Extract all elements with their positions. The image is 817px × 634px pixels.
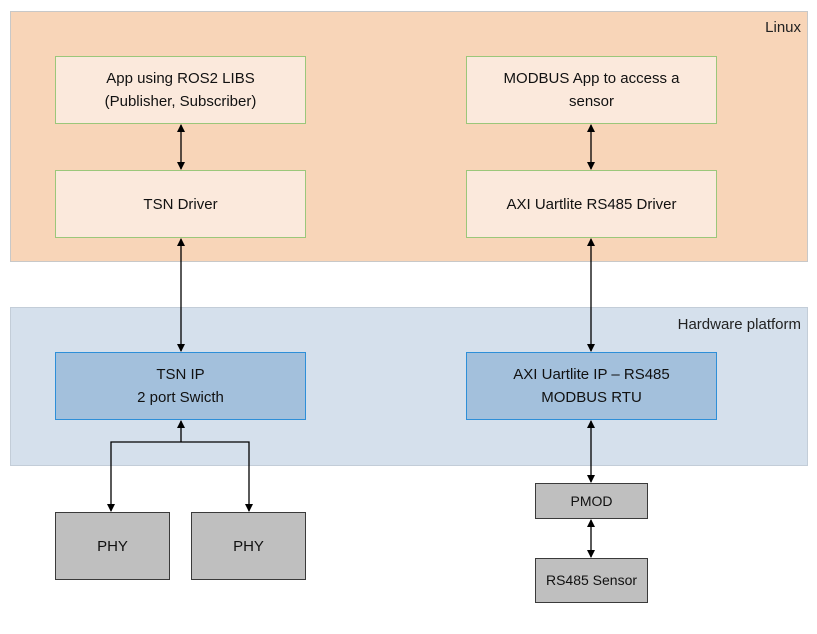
modbus-app-line2: sensor (568, 93, 615, 110)
ros2-app-box: App using ROS2 LIBS (Publisher, Subscrib… (55, 56, 306, 124)
tsn-ip-line2: 2 port Swicth (137, 389, 224, 406)
uartlite-driver-box: AXI Uartlite RS485 Driver (466, 170, 717, 238)
uartlite-ip-line2: MODBUS RTU (541, 389, 642, 406)
hardware-platform-label: Hardware platform (677, 316, 801, 333)
phy-left-label: PHY (97, 537, 128, 555)
uartlite-driver-label: AXI Uartlite RS485 Driver (506, 195, 677, 213)
tsn-ip-line1: TSN IP (156, 366, 205, 383)
rs485-sensor-label: RS485 Sensor (545, 572, 638, 588)
arrow-to-phy-right (181, 441, 253, 512)
tsn-ip-box: TSN IP 2 port Swicth (55, 352, 306, 420)
pmod-label: PMOD (570, 492, 613, 509)
tsn-driver-label: TSN Driver (143, 195, 218, 213)
linux-region-label: Linux (765, 19, 801, 36)
ros2-app-line2: (Publisher, Subscriber) (104, 93, 257, 110)
uartlite-ip-line1: AXI Uartlite IP – RS485 (513, 366, 670, 383)
modbus-app-box: MODBUS App to access a sensor (466, 56, 717, 124)
tsn-driver-box: TSN Driver (55, 170, 306, 238)
modbus-app-line1: MODBUS App to access a (503, 70, 680, 87)
rs485-sensor-box: RS485 Sensor (535, 558, 648, 603)
pmod-box: PMOD (535, 483, 648, 519)
phy-box-right: PHY (191, 512, 306, 580)
ros2-app-line1: App using ROS2 LIBS (106, 70, 255, 87)
phy-right-label: PHY (233, 537, 264, 555)
phy-box-left: PHY (55, 512, 170, 580)
arrow-to-phy-left (107, 441, 181, 512)
uartlite-ip-box: AXI Uartlite IP – RS485 MODBUS RTU (466, 352, 717, 420)
